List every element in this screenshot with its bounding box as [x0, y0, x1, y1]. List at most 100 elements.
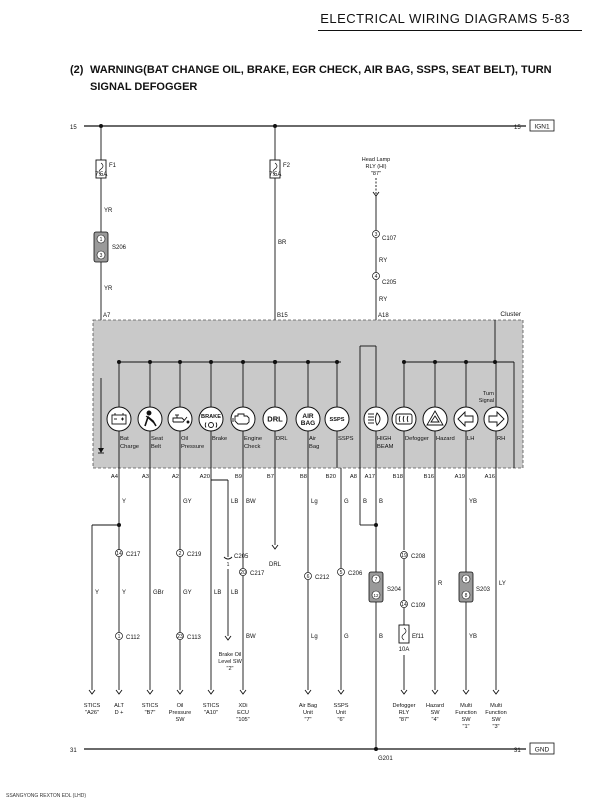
- brake-label: Brake: [212, 436, 227, 442]
- wire-color: Y: [95, 590, 99, 596]
- destination-label: Multi: [460, 703, 472, 709]
- connector-label: C212: [315, 575, 330, 581]
- connector-c205: [372, 272, 380, 280]
- seatbelt-icon: [144, 410, 157, 427]
- wire-color: LB: [231, 499, 238, 505]
- oil-label: Oil: [181, 436, 188, 442]
- drl-icon: DRL: [267, 415, 283, 424]
- brake-icon: BRAKE: [201, 414, 221, 428]
- wire-color: B: [379, 499, 383, 505]
- header-title: ELECTRICAL WIRING DIAGRAMS 5-83: [320, 11, 570, 26]
- s204-pin: 7: [375, 577, 378, 583]
- airbag-label: Air: [309, 436, 316, 442]
- hazard-pin: B16: [424, 474, 434, 480]
- rail-15-right: 15: [514, 125, 521, 131]
- destination-label: Hazard: [426, 703, 444, 709]
- c205-pin: 4: [375, 274, 378, 280]
- heading-line-2: SIGNAL DEFOGGER: [90, 81, 198, 93]
- wire-color: R: [438, 581, 443, 587]
- ign1-tag-box: [529, 119, 555, 132]
- pin-a7: A7: [103, 313, 111, 319]
- defogger-icon: [395, 413, 413, 425]
- airbag-icon-text: AIR: [302, 413, 314, 420]
- hazard-label: Hazard: [436, 436, 455, 442]
- headlamp-line-3: "87": [371, 171, 381, 177]
- wire-color: GBr: [153, 590, 164, 596]
- drl-indicator: DRL DRL B7: [262, 360, 288, 480]
- connector-c206: [337, 568, 345, 576]
- wire-color-ry-2: RY: [379, 297, 387, 303]
- connector-c107-label: C107: [382, 236, 397, 242]
- destination-label: Air Bag: [299, 703, 317, 709]
- ssps-lamp: [324, 406, 350, 432]
- destination-label: Oil: [177, 703, 184, 709]
- wire-color-yr: YR: [104, 208, 113, 214]
- connector-c107: [372, 230, 380, 238]
- destination-label: "87": [399, 717, 409, 723]
- ssps-label: SSPS: [338, 436, 354, 442]
- destination-label: "3": [492, 724, 499, 730]
- airbag-lamp: [295, 406, 321, 432]
- connector-c217: [239, 568, 247, 576]
- wire-color: Y: [122, 499, 126, 505]
- destination-label: "A26": [85, 710, 99, 716]
- oil-label: Pressure: [181, 444, 204, 450]
- fuse-f2-element: [272, 162, 278, 176]
- fuse-ef11-name: Ef11: [412, 634, 425, 640]
- destination-label: XDi: [238, 703, 247, 709]
- connector-label: C217: [126, 552, 141, 558]
- ssps-pin: B20: [326, 474, 336, 480]
- page-header: ELECTRICAL WIRING DIAGRAMS 5-83: [0, 0, 596, 40]
- wire-color: Y: [122, 590, 126, 596]
- drl-label: DRL: [276, 436, 288, 442]
- destination-label: SSPS: [334, 703, 349, 709]
- destination-label: "6": [337, 717, 344, 723]
- wire-color-yr-2: YR: [104, 286, 113, 292]
- s206-pin-3: 3: [100, 253, 103, 259]
- connector-c112: [115, 632, 123, 640]
- right-arrow-lamp: [483, 406, 509, 432]
- gnd-tag: GND: [535, 747, 550, 754]
- turn-signal-line-1: Turn: [483, 391, 494, 397]
- left-arrow-label: LH: [467, 436, 474, 442]
- headlamp-line-1: Head Lamp: [362, 157, 390, 163]
- connector-label: C208: [411, 554, 426, 560]
- connector-pin: 1: [227, 562, 230, 568]
- ign1-tag: IGN1: [534, 124, 550, 131]
- s203-pin: 9: [465, 577, 468, 583]
- connector-pin: 6: [307, 574, 310, 580]
- connector-c217: [115, 549, 123, 557]
- splice-s206-label: S206: [112, 245, 127, 251]
- oil-pin: A2: [172, 474, 179, 480]
- drl-pin: B7: [267, 474, 274, 480]
- highbeam-label: BEAM: [377, 444, 394, 450]
- right-arrow-pin: A16: [485, 474, 495, 480]
- drl-output-label: DRL: [269, 562, 282, 568]
- defogger-lamp: [391, 406, 417, 432]
- wire-color: BW: [246, 499, 256, 505]
- connector-pin: 5: [340, 570, 343, 576]
- destination-label: STICS: [84, 703, 101, 709]
- destination-label: "4": [431, 717, 438, 723]
- connector-label: C205: [234, 554, 249, 560]
- headlamp-line-2: RLY (HI): [366, 164, 387, 170]
- fuse-f1-name: F1: [109, 163, 117, 169]
- battery-icon: [111, 413, 127, 425]
- destination-label: ALT: [114, 703, 124, 709]
- brake-icon-text: BRAKE: [201, 414, 221, 420]
- seatbelt-label: Belt: [151, 444, 161, 450]
- connector-label: C206: [348, 571, 363, 577]
- wire-color: B: [379, 634, 383, 640]
- hazard-icon: [426, 410, 444, 426]
- destination-label: "B7": [145, 710, 156, 716]
- drl-icon-text: DRL: [267, 415, 283, 424]
